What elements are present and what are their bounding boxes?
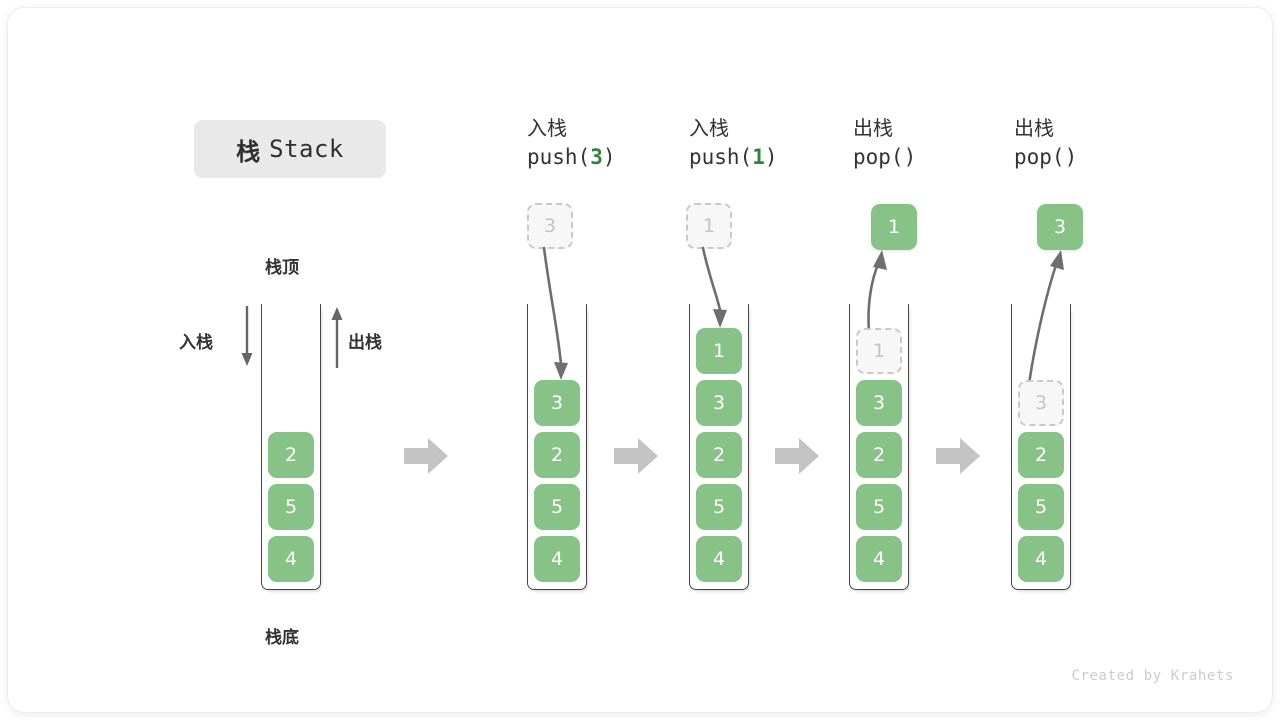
code-prefix: push( <box>689 145 753 169</box>
stage-caption-pop-1: 出栈 pop() <box>853 114 1013 172</box>
flow-arrow-icon <box>614 438 658 474</box>
stack-container-push-3 <box>527 304 587 590</box>
stack-top-label: 栈顶 <box>265 258 299 278</box>
stage-caption-pop-3: 出栈 pop() <box>1014 114 1174 172</box>
code-suffix: ) <box>764 145 778 169</box>
stack-cell: 5 <box>534 484 580 530</box>
code-arg: 1 <box>752 145 765 169</box>
watermark-credit: Created by Krahets <box>1071 668 1234 684</box>
stack-cell: 4 <box>696 536 742 582</box>
stack-cell: 4 <box>534 536 580 582</box>
code-suffix: ) <box>1064 145 1078 169</box>
flow-arrow-icon <box>775 438 819 474</box>
push-side-label: 入栈 <box>179 333 213 353</box>
stack-cell: 2 <box>856 432 902 478</box>
stage-op-label: 出栈 <box>853 116 893 140</box>
stack-cell: 2 <box>1018 432 1064 478</box>
stage-caption-push-1: 入栈 push(1) <box>689 114 849 172</box>
pop-direction-arrow-icon <box>331 307 343 368</box>
stage-caption-push-3: 入栈 push(3) <box>527 114 687 172</box>
code-prefix: pop( <box>1014 145 1065 169</box>
stack-cell: 5 <box>856 484 902 530</box>
flow-arrow-icon <box>404 438 448 474</box>
stack-cell: 4 <box>1018 536 1064 582</box>
stack-cell: 4 <box>856 536 902 582</box>
ghost-cell-incoming: 1 <box>686 203 732 249</box>
stack-cell: 2 <box>534 432 580 478</box>
code-prefix: push( <box>527 145 591 169</box>
pop-side-label: 出栈 <box>348 333 382 353</box>
stage-code-label: pop() <box>1014 142 1174 172</box>
popped-cell: 3 <box>1037 204 1083 250</box>
stage-op-label: 入栈 <box>527 116 567 140</box>
code-arg: 3 <box>590 145 603 169</box>
diagram-title-cjk: 栈 <box>236 137 261 166</box>
stack-cell: 4 <box>268 536 314 582</box>
diagram-title-latin: Stack <box>269 135 344 163</box>
flow-arrow-icon <box>936 438 980 474</box>
stack-cell: 1 <box>696 328 742 374</box>
stage-op-label: 入栈 <box>689 116 729 140</box>
stack-cell: 2 <box>696 432 742 478</box>
ghost-cell-outgoing: 1 <box>856 328 902 374</box>
stack-cell: 3 <box>856 380 902 426</box>
code-suffix: ) <box>602 145 616 169</box>
push-direction-arrow-icon <box>241 306 253 366</box>
stack-bottom-label: 栈底 <box>265 628 299 648</box>
stack-container-pop-3 <box>1011 304 1071 590</box>
stack-cell: 5 <box>268 484 314 530</box>
stage-code-label: push(3) <box>527 142 687 172</box>
stack-cell: 2 <box>268 432 314 478</box>
code-prefix: pop( <box>853 145 904 169</box>
stack-cell: 3 <box>696 380 742 426</box>
stage-op-label: 出栈 <box>1014 116 1054 140</box>
code-suffix: ) <box>903 145 917 169</box>
diagram-title: 栈 Stack <box>194 120 386 178</box>
stack-cell: 3 <box>534 380 580 426</box>
popped-cell: 1 <box>871 204 917 250</box>
stage-code-label: push(1) <box>689 142 849 172</box>
stack-container-push-1 <box>689 304 749 590</box>
stack-cell: 5 <box>696 484 742 530</box>
stack-cell: 5 <box>1018 484 1064 530</box>
diagram-frame: 栈 Stack 栈顶 入栈 出栈 2 5 4 栈底 入栈 push(3) <box>8 8 1272 712</box>
ghost-cell-incoming: 3 <box>527 203 573 249</box>
stack-container-pop-1 <box>849 304 909 590</box>
stack-container-base <box>261 304 321 590</box>
ghost-cell-outgoing: 3 <box>1018 380 1064 426</box>
stage-code-label: pop() <box>853 142 1013 172</box>
